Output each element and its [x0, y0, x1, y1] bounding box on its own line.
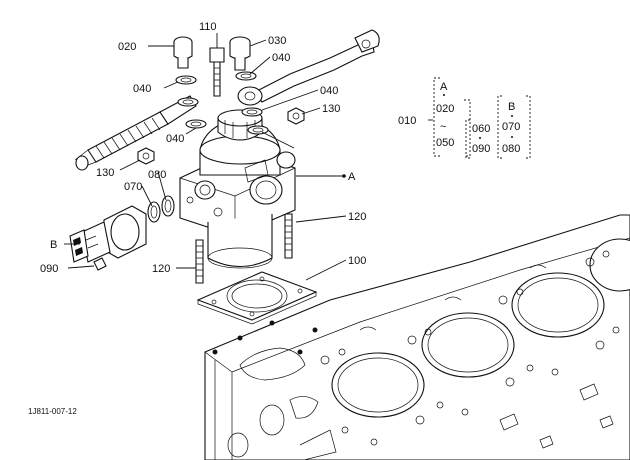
banjo-bolt-020 [173, 36, 193, 69]
gasket-100 [196, 271, 318, 325]
callout-090: 090 [40, 263, 58, 275]
stud-bolts-120 [195, 213, 293, 284]
callout-040-left: 040 [133, 83, 151, 95]
washers-040 [175, 71, 269, 135]
callout-labels: 020 110 030 040 040 040 040 130 130 070 … [40, 21, 366, 275]
legend-group-b-item-4: 080 [502, 143, 520, 155]
reference-code: 1J811-007-12 [28, 407, 77, 416]
callout-030: 030 [268, 35, 286, 47]
solenoid-assembly [69, 205, 147, 271]
banjo-bolt-030 [229, 36, 251, 71]
return-pipe [237, 29, 380, 106]
o-rings [147, 195, 175, 223]
callout-110: 110 [199, 21, 217, 33]
callout-100: 100 [348, 255, 366, 267]
callout-130-left: 130 [96, 167, 114, 179]
legend-group-a-sep: ~ [440, 121, 446, 133]
assembly-legend: 010 A 020 ~ 050 060 090 B 070 080 [398, 77, 531, 159]
callout-070: 070 [124, 181, 142, 193]
callout-130-right: 130 [322, 103, 340, 115]
callout-040-right: 040 [320, 85, 338, 97]
callout-040-center: 040 [166, 133, 184, 145]
callout-120-left: 120 [152, 263, 170, 275]
engine-block [204, 214, 630, 460]
callout-080: 080 [148, 169, 166, 181]
legend-group-a-first: 020 [436, 103, 454, 115]
legend-assembly-number: 010 [398, 115, 416, 127]
callout-A: A [348, 171, 356, 183]
callout-B: B [50, 239, 57, 251]
callout-120-right: 120 [348, 211, 366, 223]
nuts-130 [137, 107, 305, 165]
bolt-110 [209, 47, 225, 97]
legend-group-b-item-1: 060 [472, 123, 490, 135]
callout-040-top-right: 040 [272, 52, 290, 64]
legend-group-b-item-3: 070 [502, 121, 520, 133]
leader-lines [64, 33, 347, 281]
legend-group-a-label: A [440, 81, 448, 93]
legend-group-a-last: 050 [436, 137, 454, 149]
legend-group-b-label: B [508, 101, 515, 113]
legend-group-b-item-2: 090 [472, 143, 490, 155]
callout-020: 020 [118, 41, 136, 53]
